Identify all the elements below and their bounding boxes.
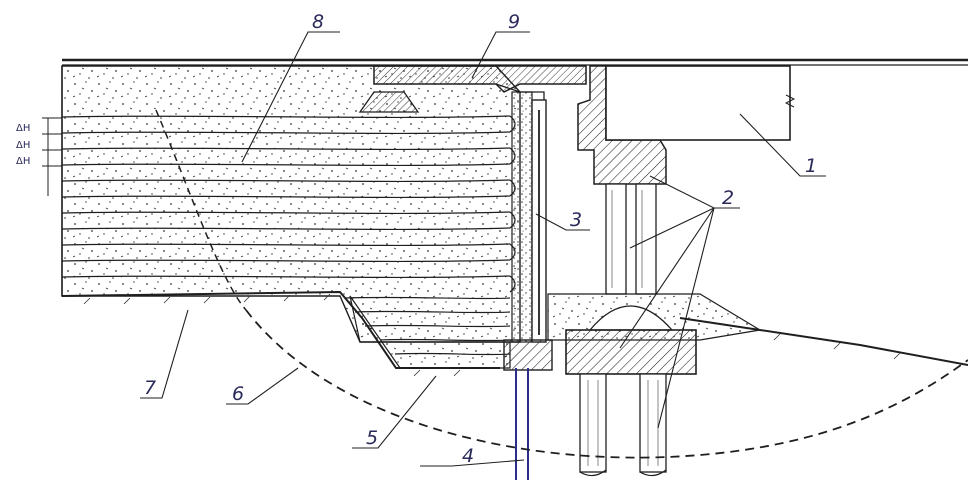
callout-8: 8: [312, 11, 324, 33]
callout-leaders: [140, 31, 826, 467]
layer-mark-2: ΔH: [16, 140, 30, 151]
layer-mark-3: ΔH: [16, 156, 30, 167]
callout-6: 6: [232, 383, 244, 405]
callout-5: 5: [366, 427, 378, 449]
callout-2: 2: [722, 187, 734, 209]
callout-7: 7: [144, 377, 156, 399]
slip-surfaces: [155, 109, 968, 459]
span-girder-1: [605, 65, 796, 141]
backfill-soil-8: [61, 65, 521, 369]
abutment-structure-2: [503, 65, 762, 477]
callout-9: 9: [508, 11, 520, 33]
transition-slab-9: [358, 65, 587, 113]
callout-4: 4: [462, 445, 474, 467]
layer-thickness-marks: ΔH ΔH ΔH: [16, 117, 62, 196]
anchor-rods-4: [515, 368, 529, 480]
ground-tick-marks: [83, 293, 901, 377]
road-surface: [62, 58, 968, 66]
layer-mark-1: ΔH: [16, 123, 30, 134]
callout-3: 3: [570, 209, 582, 231]
callout-1: 1: [805, 155, 817, 177]
